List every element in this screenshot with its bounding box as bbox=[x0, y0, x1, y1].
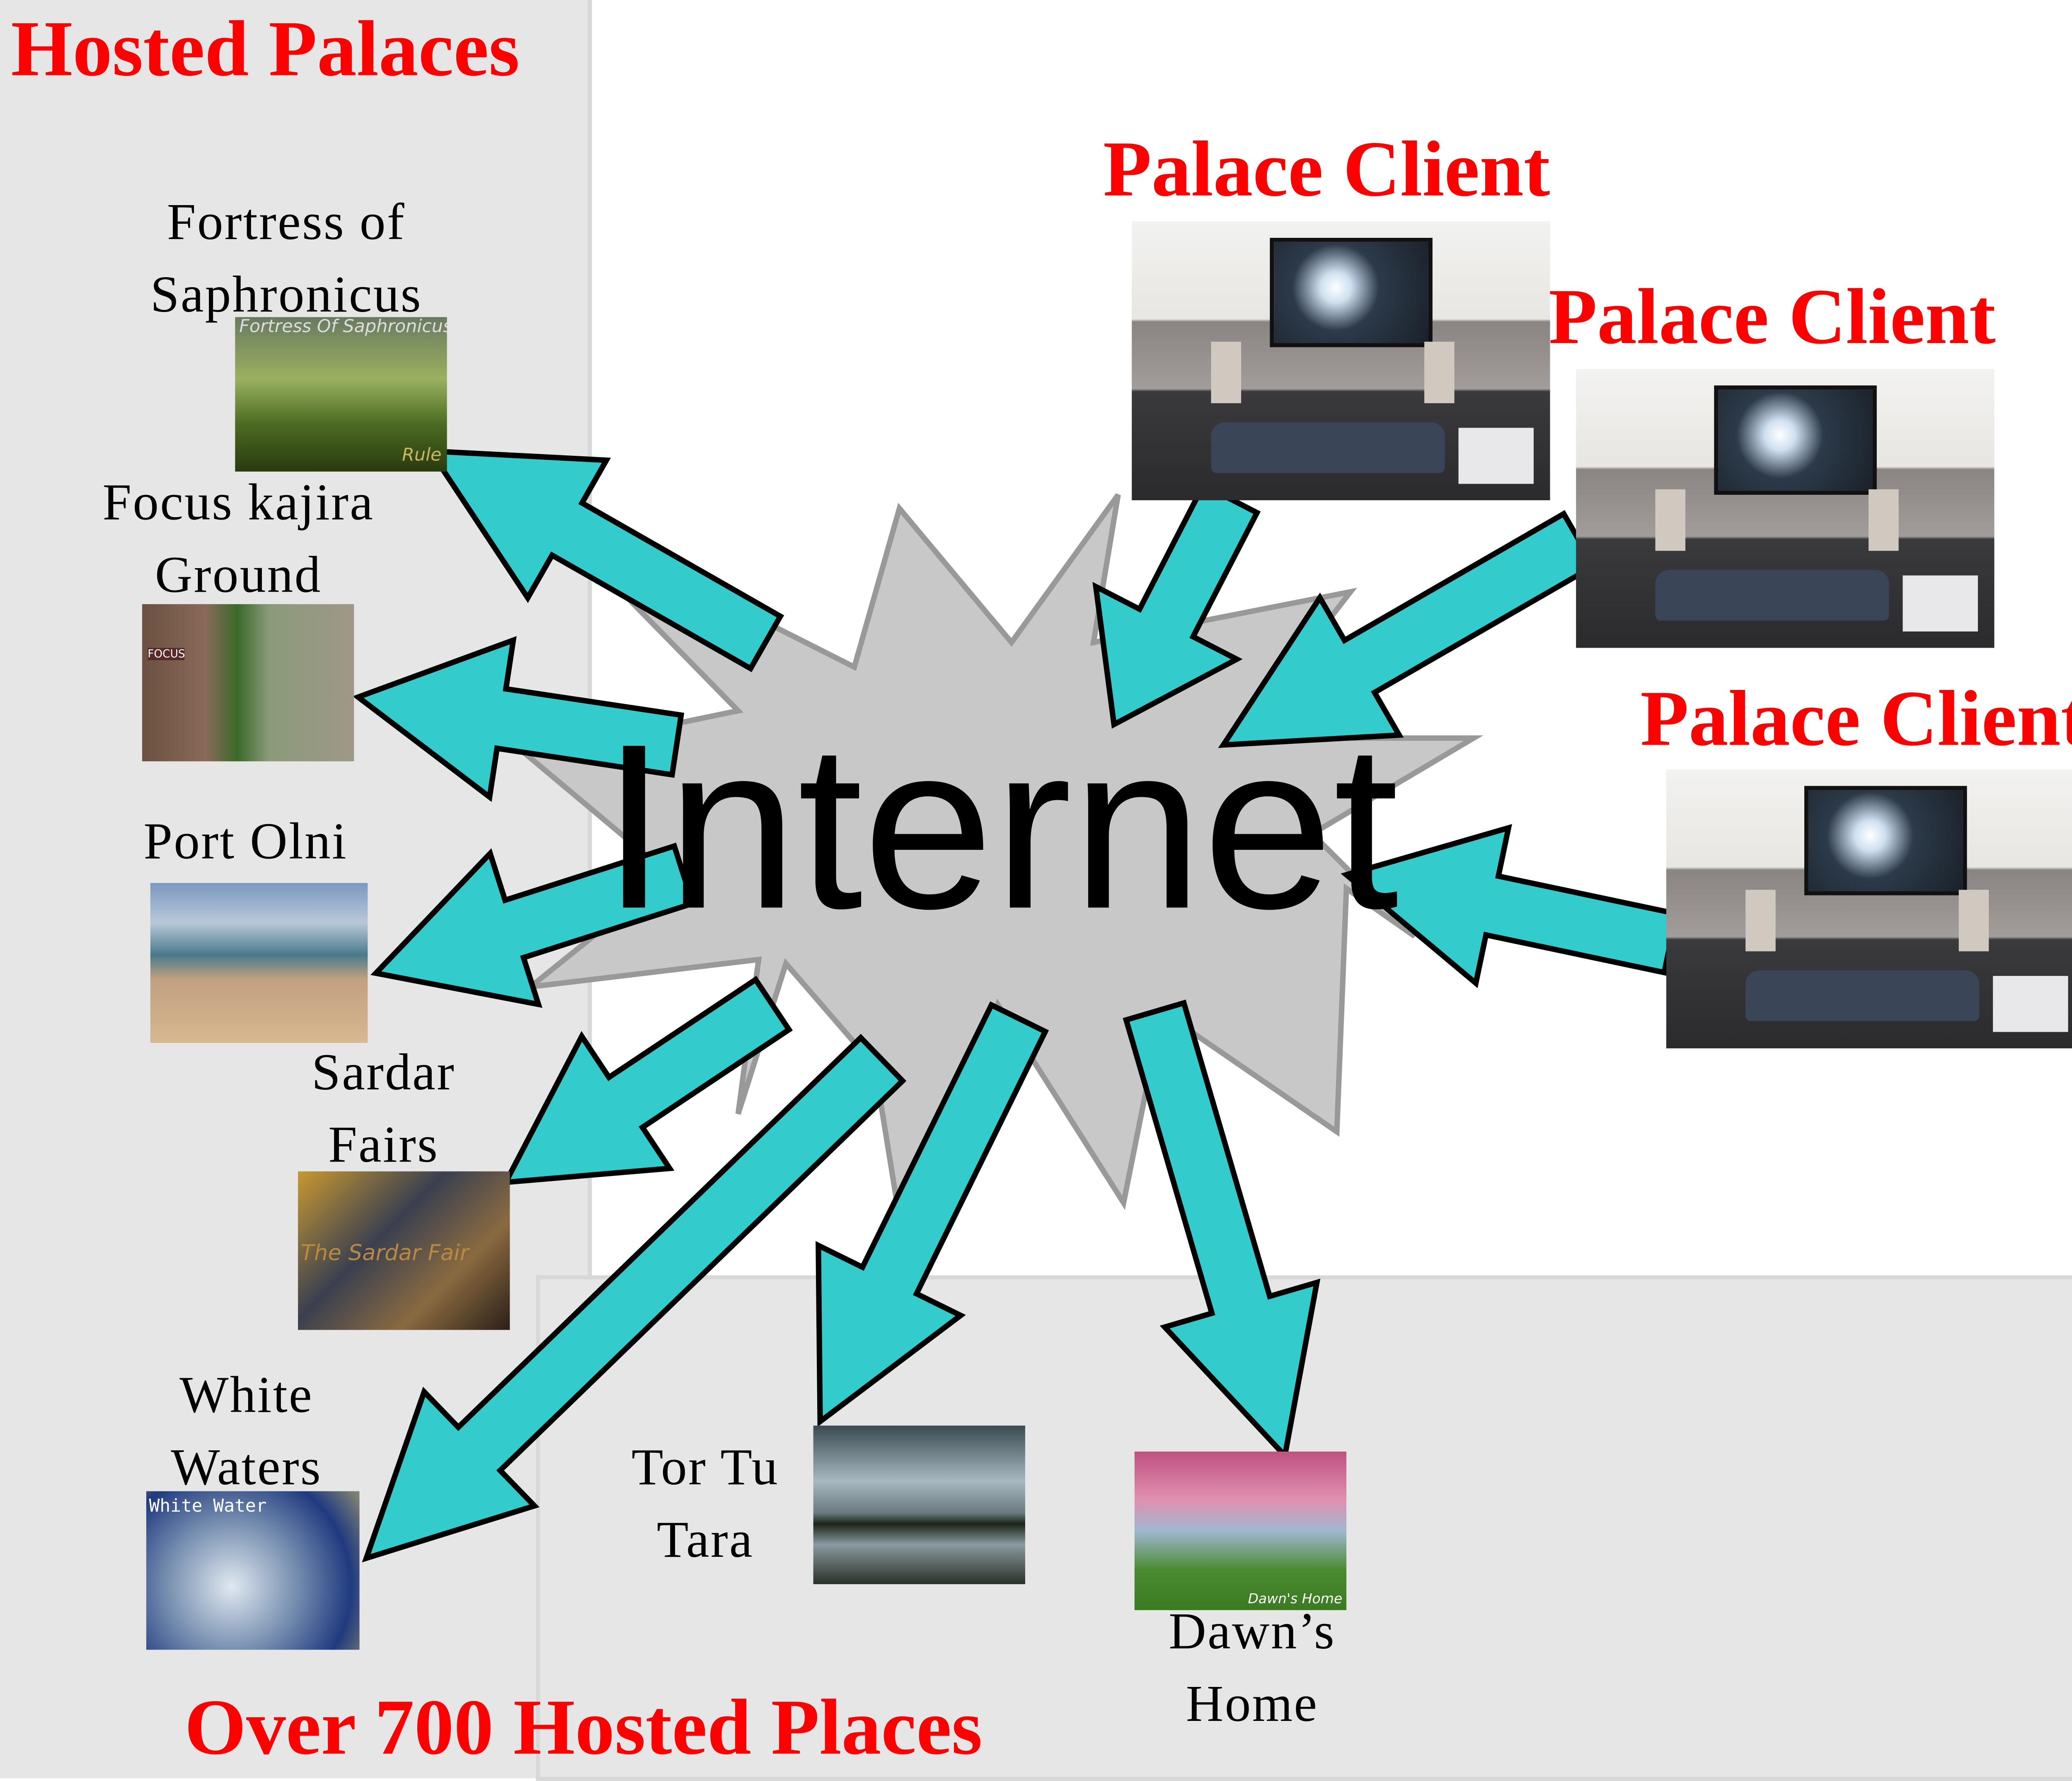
internet-label: Internet bbox=[601, 695, 1399, 958]
client-photo-2 bbox=[1576, 369, 1995, 648]
arrow-from-client-1 bbox=[1092, 481, 1261, 729]
client-title-1: Palace Client bbox=[1103, 124, 1550, 213]
arrow-to-dawns-home bbox=[1123, 999, 1321, 1462]
over-700-title: Over 700 Hosted Places bbox=[184, 1682, 983, 1771]
sardar-thumbnail: The Sardar Fair bbox=[298, 1171, 510, 1330]
arrow-to-focus bbox=[352, 636, 685, 802]
focus-thumbnail: FOCUS bbox=[142, 604, 354, 762]
arrow-to-port-olni bbox=[370, 842, 696, 1008]
arrow-from-client-3 bbox=[1341, 824, 1680, 988]
arrow-from-client-2 bbox=[1218, 510, 1598, 748]
arrow-to-tor-tu-tara bbox=[816, 1001, 1049, 1427]
client-photo-3 bbox=[1666, 770, 2072, 1048]
arrow-to-fortress bbox=[425, 448, 784, 673]
white-waters-thumbnail: White Water bbox=[146, 1491, 360, 1650]
hosted-palaces-title: Hosted Palaces bbox=[11, 4, 520, 93]
dawns-home-thumbnail: Dawn's Home bbox=[1134, 1452, 1347, 1610]
client-photo-1 bbox=[1132, 221, 1550, 501]
arrow-to-sardar bbox=[501, 975, 793, 1186]
port-olni-thumbnail bbox=[150, 883, 368, 1043]
tor-tu-tara-thumbnail bbox=[813, 1425, 1025, 1584]
client-title-3: Palace Client bbox=[1640, 674, 2072, 763]
arrow-to-white-waters bbox=[362, 1033, 907, 1563]
palace-label-port-olni: Port Olni bbox=[143, 813, 348, 871]
client-title-2: Palace Client bbox=[1549, 272, 1996, 361]
